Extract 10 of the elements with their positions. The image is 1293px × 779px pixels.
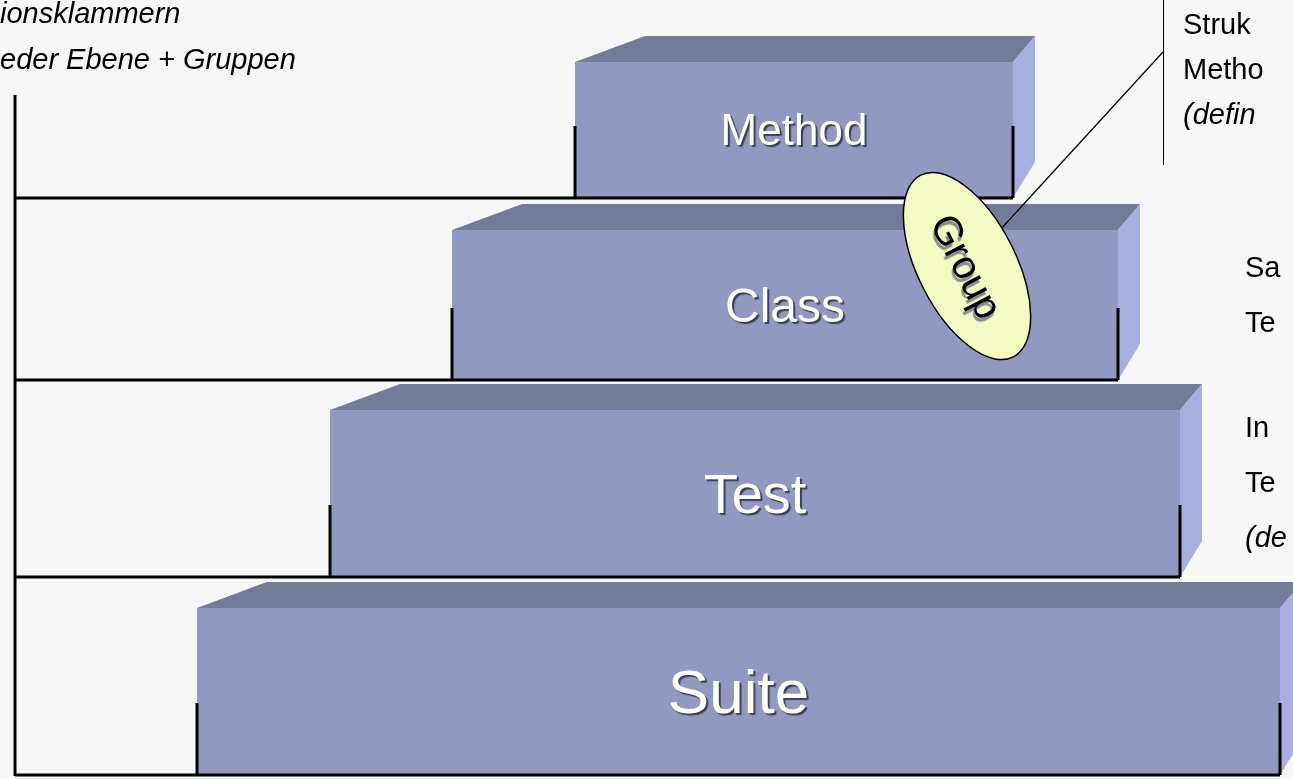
box-label: Suite [667, 656, 810, 727]
box-label: Test [703, 461, 807, 526]
callout-text: Struk Metho (defin [1163, 0, 1293, 165]
note-text: ionsklammern [0, 0, 182, 31]
leader-line [1001, 51, 1164, 229]
note-text: eder Ebene + Gruppen [0, 42, 297, 77]
box-label: Method [720, 105, 868, 155]
box-label: Class [725, 277, 845, 333]
note-text: Sa Te [1245, 250, 1282, 340]
note-text: In Te (de [1245, 410, 1288, 555]
